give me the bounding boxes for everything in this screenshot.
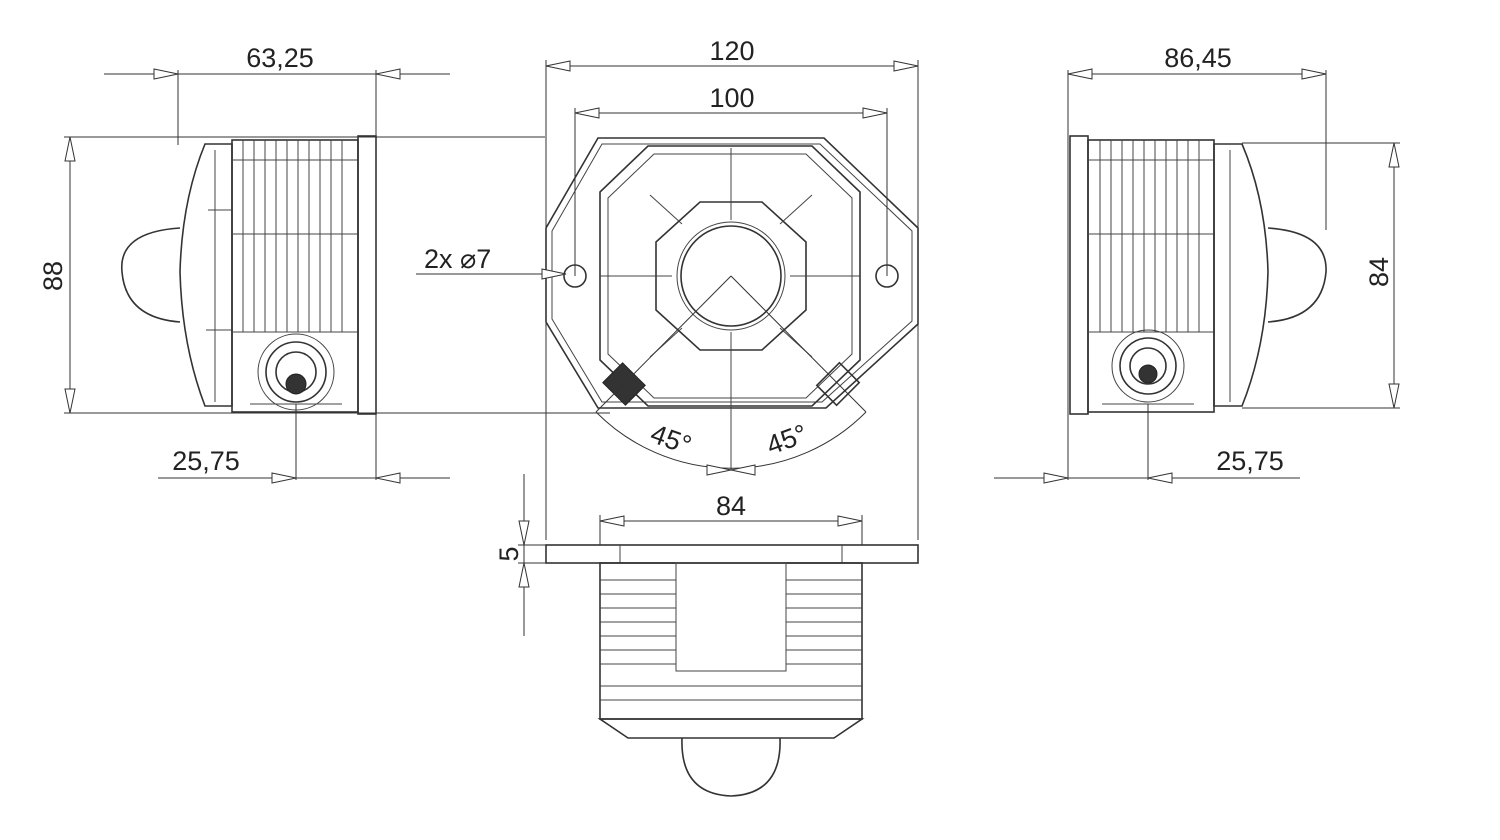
dim-front-overall-width: 120 [709, 36, 754, 66]
right-connector [1102, 329, 1194, 405]
dim-front-holes: 2x ⌀7 [424, 244, 491, 274]
front-lens [680, 225, 782, 327]
dim-left-connector-offset: 25,75 [172, 446, 240, 476]
right-front-cap [1213, 143, 1269, 407]
right-back-plate [1069, 135, 1089, 415]
bottom-dome-lens [681, 737, 781, 797]
right-cooling-fins [1088, 140, 1214, 333]
angle-left-label: 45° [647, 418, 696, 460]
bottom-lens-cap [597, 718, 865, 739]
front-center-octagon [655, 201, 807, 351]
bottom-cooling-fins [600, 579, 862, 701]
front-view: 45° 45° 120 100 2x ⌀7 [416, 36, 919, 540]
left-connector [250, 333, 342, 411]
dim-bottom-flange-thickness: 5 [494, 546, 524, 561]
left-front-cap [179, 143, 233, 407]
right-side-view: 86,45 84 25,75 [994, 43, 1400, 484]
angle-arc [595, 411, 867, 469]
left-dome-lens [121, 227, 181, 323]
left-cooling-fins [232, 140, 358, 333]
front-housing [599, 145, 861, 407]
bottom-body [599, 562, 863, 720]
dim-right-connector-offset: 25,75 [1216, 446, 1284, 476]
left-back-plate [357, 135, 377, 415]
front-flange [545, 137, 919, 409]
left-side-view: 63,25 88 25,75 [38, 43, 610, 484]
bottom-flange [545, 544, 919, 564]
dim-right-height: 84 [1364, 257, 1394, 287]
dim-left-top-width: 63,25 [246, 43, 314, 73]
angle-right-label: 45° [763, 418, 812, 460]
dim-front-hole-spacing: 100 [709, 83, 754, 113]
bottom-view: 84 5 [494, 474, 919, 797]
dim-left-height: 88 [38, 261, 68, 291]
dim-right-top-width: 86,45 [1164, 43, 1232, 73]
right-dome-lens [1267, 227, 1327, 323]
left-body [231, 139, 359, 413]
dim-bottom-width: 84 [716, 491, 746, 521]
